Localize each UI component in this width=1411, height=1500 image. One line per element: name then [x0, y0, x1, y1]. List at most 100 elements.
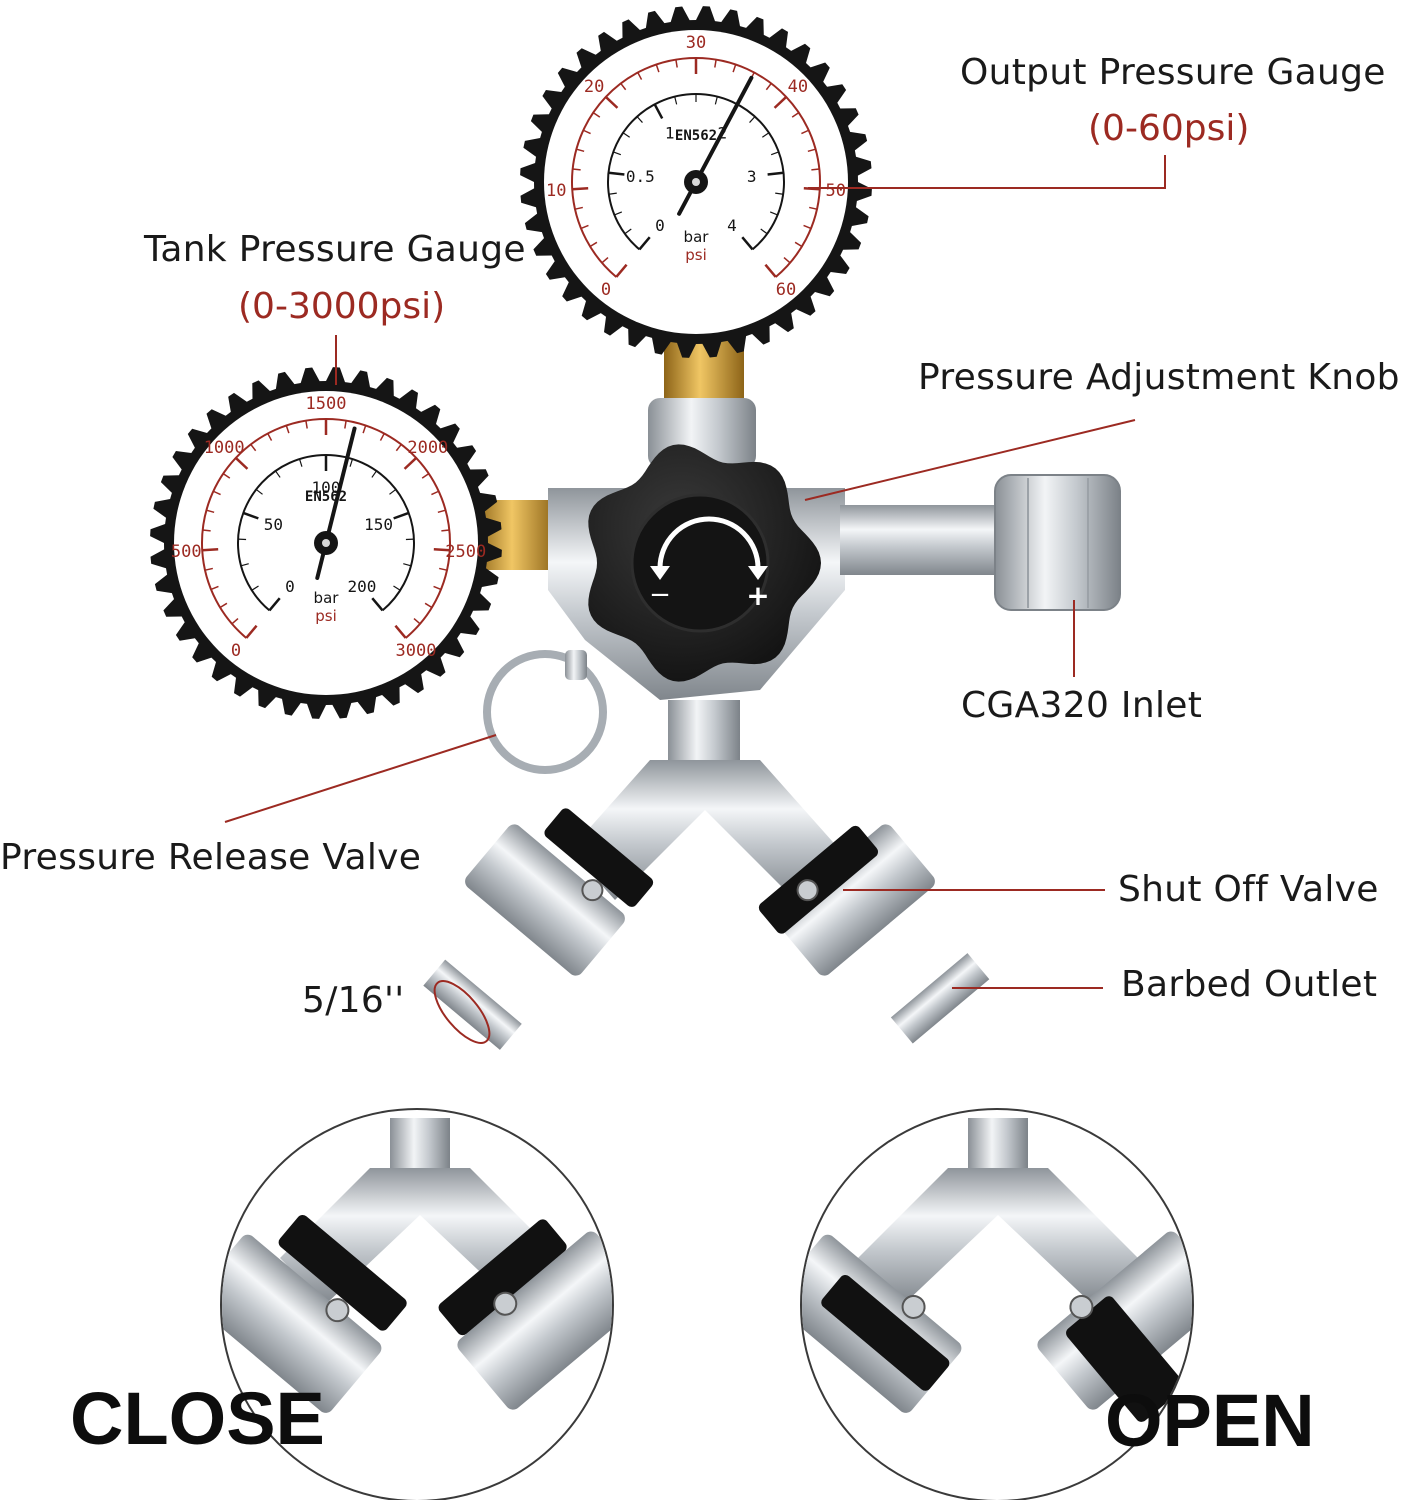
output-gauge-psi-tick — [732, 64, 737, 73]
tank-gauge-psi-tick — [305, 420, 308, 429]
output-gauge-bar-tick — [714, 96, 718, 105]
output-gauge-bar-tick — [749, 116, 756, 123]
rotation-arrow-icon — [657, 516, 761, 569]
leader-release-valve — [224, 734, 497, 823]
output-gauge-psi-tick — [809, 206, 818, 210]
label-output-gauge: Output Pressure Gauge — [960, 52, 1386, 93]
label-open: OPEN — [1105, 1379, 1315, 1462]
output-gauge-psi-label: 40 — [788, 77, 808, 97]
tank-gauge-bar-tick — [251, 585, 259, 591]
label-output-range: (0-60psi) — [1088, 108, 1250, 149]
tank-gauge-bar-label: 150 — [364, 515, 393, 534]
output-gauge-unit-bar: bar — [684, 228, 710, 246]
tank-gauge-bar-tick — [371, 470, 377, 478]
output-gauge-bar-tick — [622, 132, 631, 138]
output-gauge-bar-tick — [608, 171, 625, 176]
label-adjust-knob: Pressure Adjustment Knob — [918, 357, 1400, 398]
output-gauge-bar-label: 4 — [727, 216, 737, 235]
tank-gauge-psi-label: 1000 — [204, 438, 245, 458]
knob-minus: − — [649, 580, 671, 610]
output-gauge-psi-tick — [620, 82, 627, 91]
tank-gauge-psi-tick — [285, 425, 290, 434]
output-gauge-bar-label: 0 — [655, 216, 665, 235]
open-detail — [800, 1108, 1194, 1500]
label-release-valve: Pressure Release Valve — [0, 837, 422, 878]
output-gauge-psi-tick — [637, 72, 643, 80]
tank-gauge-psi-tick — [362, 425, 367, 434]
output-gauge-psi-tick — [576, 148, 585, 153]
label-inlet: CGA320 Inlet — [961, 685, 1203, 726]
tank-gauge-bar-tick — [242, 511, 259, 520]
tank-gauge-psi-label: 1500 — [306, 394, 347, 414]
output-gauge-psi-tick — [773, 95, 788, 109]
barb-size-marker — [433, 980, 491, 1044]
label-close: CLOSE — [70, 1377, 325, 1460]
tank-gauge-psi-tick — [424, 602, 433, 609]
inlet-pipe — [840, 505, 1010, 575]
output-gauge-bar-tick — [775, 192, 784, 195]
tank-gauge-psi-tick — [245, 624, 258, 639]
label-barbed-outlet: Barbed Outlet — [1121, 964, 1378, 1005]
right-barb — [890, 953, 990, 1044]
close-detail — [220, 1108, 614, 1500]
output-gauge-psi-tick — [615, 263, 628, 278]
output-gauge-psi-tick — [572, 168, 581, 171]
output-gauge-psi-tick — [764, 263, 777, 278]
output-gauge-psi-tick — [592, 112, 601, 118]
output-gauge-psi-label: 60 — [776, 280, 796, 300]
output-gauge-psi-label: 10 — [546, 181, 566, 201]
output-gauge-psi-tick — [580, 224, 589, 230]
output-gauge-unit-psi: psi — [685, 246, 707, 264]
output-gauge-psi-tick — [811, 168, 820, 171]
tank-gauge-bar-tick — [403, 563, 412, 567]
output-gauge-bar-tick — [674, 96, 678, 105]
tank-gauge-psi-tick — [267, 433, 273, 441]
output-gauge-psi-tick — [583, 129, 591, 135]
output-gauge-bar-tick — [767, 171, 784, 176]
tank-gauge-bar-label: 0 — [285, 577, 295, 596]
output-gauge-psi-tick — [807, 148, 816, 153]
output-gauge-psi-tick — [675, 59, 678, 68]
tank-gauge-psi-tick — [210, 585, 219, 591]
output-gauge-bar-tick — [624, 228, 632, 235]
tank-gauge-bar-tick — [240, 563, 249, 567]
tank-gauge-psi-tick — [202, 529, 211, 532]
output-gauge-psi-label: 0 — [601, 280, 611, 300]
pressure-release-ring — [483, 650, 607, 774]
output-gauge-psi-tick — [601, 257, 609, 264]
output-gauge-bar-label: 3 — [747, 167, 757, 186]
output-gauge-stem — [664, 338, 744, 398]
output-gauge-bar-tick — [741, 236, 754, 251]
output-gauge-bar-label: 0.5 — [626, 167, 655, 186]
output-gauge-bar-tick — [760, 228, 768, 235]
tank-gauge-psi-tick — [379, 433, 385, 441]
tank-gauge-psi-tick — [219, 602, 228, 609]
tank-gauge-psi-tick — [231, 618, 239, 625]
output-gauge-bar-tick — [653, 103, 664, 120]
knob-face — [630, 493, 770, 633]
tank-gauge-psi-tick — [213, 490, 221, 496]
tank-gauge-bar-label: 50 — [264, 515, 283, 534]
output-gauge-psi-tick — [572, 187, 589, 191]
output-gauge-psi-label: 20 — [584, 77, 604, 97]
tank-gauge-bar-label: 200 — [348, 577, 377, 596]
leader-adjust-knob — [804, 419, 1136, 501]
tank-gauge-bar-tick — [275, 470, 281, 478]
tank-gauge-psi-label: 500 — [171, 542, 202, 562]
tank-pressure-gauge: 050010001500200025003000050100150200EN56… — [150, 367, 502, 719]
output-gauge-bar-tick — [770, 151, 779, 156]
tank-gauge-psi-label: 2000 — [407, 438, 448, 458]
output-gauge-psi-tick — [783, 257, 791, 264]
left-valve-body — [465, 824, 625, 976]
tank-gauge-psi-tick — [431, 490, 439, 496]
tank-gauge-psi-label: 0 — [231, 641, 241, 661]
y-manifold — [570, 760, 840, 900]
tank-gauge-bar-tick — [298, 458, 303, 467]
tank-gauge-psi-tick — [395, 443, 402, 452]
tank-gauge-psi-tick — [413, 618, 421, 625]
tank-gauge-bar-tick — [371, 597, 384, 612]
tank-gauge-bar-tick — [393, 511, 410, 520]
right-valve-body — [775, 824, 935, 976]
tank-gauge-psi-tick — [441, 529, 450, 532]
